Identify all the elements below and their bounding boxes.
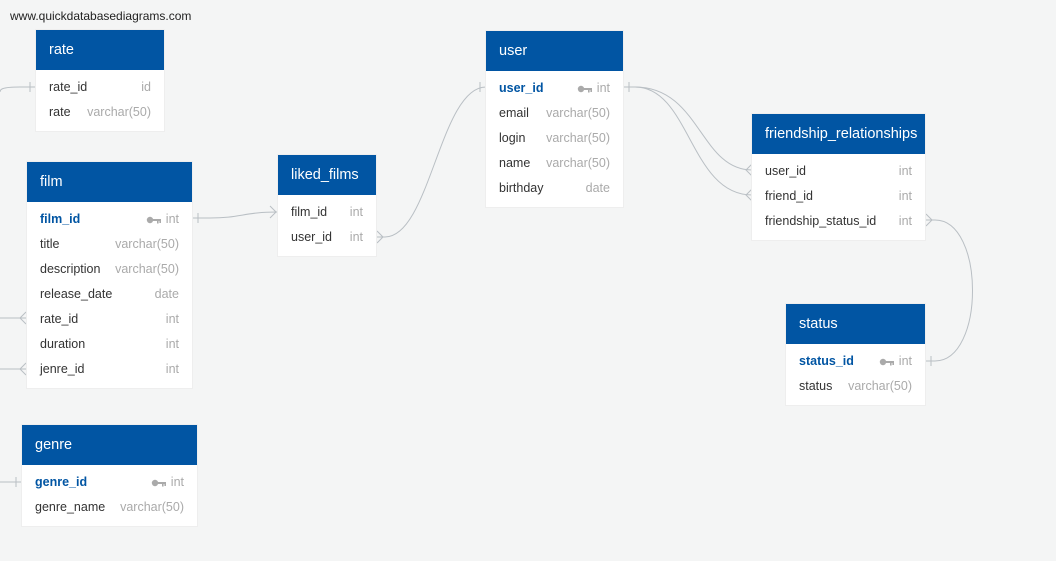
table-row[interactable]: genre_id int bbox=[22, 470, 197, 495]
table-row[interactable]: friendship_status_id int bbox=[752, 209, 925, 234]
table-row[interactable]: status_id int bbox=[786, 349, 925, 374]
table-user-title[interactable]: user bbox=[486, 31, 623, 71]
watermark-text[interactable]: www.quickdatabasediagrams.com bbox=[10, 9, 192, 23]
table-row[interactable]: user_id int bbox=[486, 76, 623, 101]
column-type: date bbox=[585, 181, 610, 195]
table-friendship-relationships[interactable]: friendship_relationships user_id int fri… bbox=[752, 114, 925, 240]
column-type: int bbox=[165, 212, 179, 226]
table-row[interactable]: birthday date bbox=[486, 176, 623, 201]
table-row[interactable]: user_id int bbox=[752, 159, 925, 184]
table-row[interactable]: rate_id id bbox=[36, 75, 164, 100]
table-row[interactable]: description varchar(50) bbox=[27, 257, 192, 282]
table-row[interactable]: rate_id int bbox=[27, 307, 192, 332]
column-type: varchar(50) bbox=[115, 237, 179, 251]
table-row[interactable]: duration int bbox=[27, 332, 192, 357]
key-icon bbox=[151, 479, 166, 486]
column-name: title bbox=[40, 237, 60, 251]
column-name: friend_id bbox=[765, 189, 813, 203]
table-film[interactable]: film film_id int title varchar(50) descr… bbox=[27, 162, 192, 388]
column-name: release_date bbox=[40, 287, 113, 301]
table-genre-title[interactable]: genre bbox=[22, 425, 197, 465]
table-film-title[interactable]: film bbox=[27, 162, 192, 202]
column-type: date bbox=[154, 287, 179, 301]
key-icon bbox=[879, 358, 894, 365]
table-row[interactable]: genre_name varchar(50) bbox=[22, 495, 197, 520]
table-user[interactable]: user user_id int email varchar(50) login… bbox=[486, 31, 623, 207]
column-name: description bbox=[40, 262, 101, 276]
link-film-likedfilms bbox=[192, 211, 278, 219]
column-type: varchar(50) bbox=[120, 500, 184, 514]
column-name: status_id bbox=[799, 354, 854, 368]
table-row[interactable]: friend_id int bbox=[752, 184, 925, 209]
table-rate[interactable]: rate rate_id id rate varchar(50) bbox=[36, 30, 164, 131]
table-row[interactable]: email varchar(50) bbox=[486, 101, 623, 126]
column-name: rate_id bbox=[49, 80, 88, 94]
column-name: genre_id bbox=[35, 475, 88, 489]
link-likedfilms-user bbox=[376, 86, 487, 238]
column-type: int bbox=[596, 81, 610, 95]
column-name: film_id bbox=[291, 205, 328, 219]
table-liked-films-title[interactable]: liked_films bbox=[278, 155, 376, 195]
table-genre[interactable]: genre genre_id int genre_name varchar(50… bbox=[22, 425, 197, 526]
link-friendship-status bbox=[925, 219, 973, 362]
column-type: int bbox=[165, 312, 179, 326]
column-name: jenre_id bbox=[40, 362, 85, 376]
column-type: int bbox=[898, 189, 912, 203]
column-type: int bbox=[165, 337, 179, 351]
table-row[interactable]: release_date date bbox=[27, 282, 192, 307]
column-type: int bbox=[170, 475, 184, 489]
table-row[interactable]: title varchar(50) bbox=[27, 232, 192, 257]
column-name: user_id bbox=[765, 164, 806, 178]
key-icon bbox=[577, 85, 592, 92]
column-type: varchar(50) bbox=[546, 131, 610, 145]
column-type: varchar(50) bbox=[115, 262, 179, 276]
column-type: varchar(50) bbox=[546, 156, 610, 170]
column-name: friendship_status_id bbox=[765, 214, 877, 228]
column-type: varchar(50) bbox=[546, 106, 610, 120]
column-type: id bbox=[141, 80, 151, 94]
column-name: name bbox=[499, 156, 531, 170]
table-status[interactable]: status status_id int status varchar(50) bbox=[786, 304, 925, 405]
table-status-title[interactable]: status bbox=[786, 304, 925, 344]
column-name: duration bbox=[40, 337, 86, 351]
column-name: user_id bbox=[291, 230, 332, 244]
column-type: int bbox=[898, 164, 912, 178]
column-type: int bbox=[898, 354, 912, 368]
table-row[interactable]: film_id int bbox=[278, 200, 376, 225]
column-name: user_id bbox=[499, 81, 544, 95]
table-row[interactable]: jenre_id int bbox=[27, 357, 192, 382]
table-row[interactable]: rate varchar(50) bbox=[36, 100, 164, 125]
table-row[interactable]: film_id int bbox=[27, 207, 192, 232]
link-rate-film bbox=[0, 86, 36, 93]
table-rate-title[interactable]: rate bbox=[36, 30, 164, 70]
column-name: birthday bbox=[499, 181, 544, 195]
column-name: film_id bbox=[40, 212, 81, 226]
column-name: rate_id bbox=[40, 312, 79, 326]
table-row[interactable]: status varchar(50) bbox=[786, 374, 925, 399]
column-name: rate bbox=[49, 105, 71, 119]
column-type: int bbox=[349, 230, 363, 244]
table-row[interactable]: name varchar(50) bbox=[486, 151, 623, 176]
table-liked-films[interactable]: liked_films film_id int user_id int bbox=[278, 155, 376, 256]
column-type: int bbox=[349, 205, 363, 219]
column-name: email bbox=[499, 106, 529, 120]
key-icon bbox=[146, 216, 161, 223]
link-user-friendship-userid bbox=[623, 86, 753, 171]
column-name: genre_name bbox=[35, 500, 106, 514]
column-type: int bbox=[165, 362, 179, 376]
link-user-friendship-friendid bbox=[623, 86, 753, 196]
column-name: login bbox=[499, 131, 526, 145]
column-type: int bbox=[898, 214, 912, 228]
column-type: varchar(50) bbox=[848, 379, 912, 393]
table-row[interactable]: user_id int bbox=[278, 225, 376, 250]
table-row[interactable]: login varchar(50) bbox=[486, 126, 623, 151]
table-friendship-relationships-title[interactable]: friendship_relationships bbox=[752, 114, 925, 154]
column-name: status bbox=[799, 379, 833, 393]
column-type: varchar(50) bbox=[87, 105, 151, 119]
